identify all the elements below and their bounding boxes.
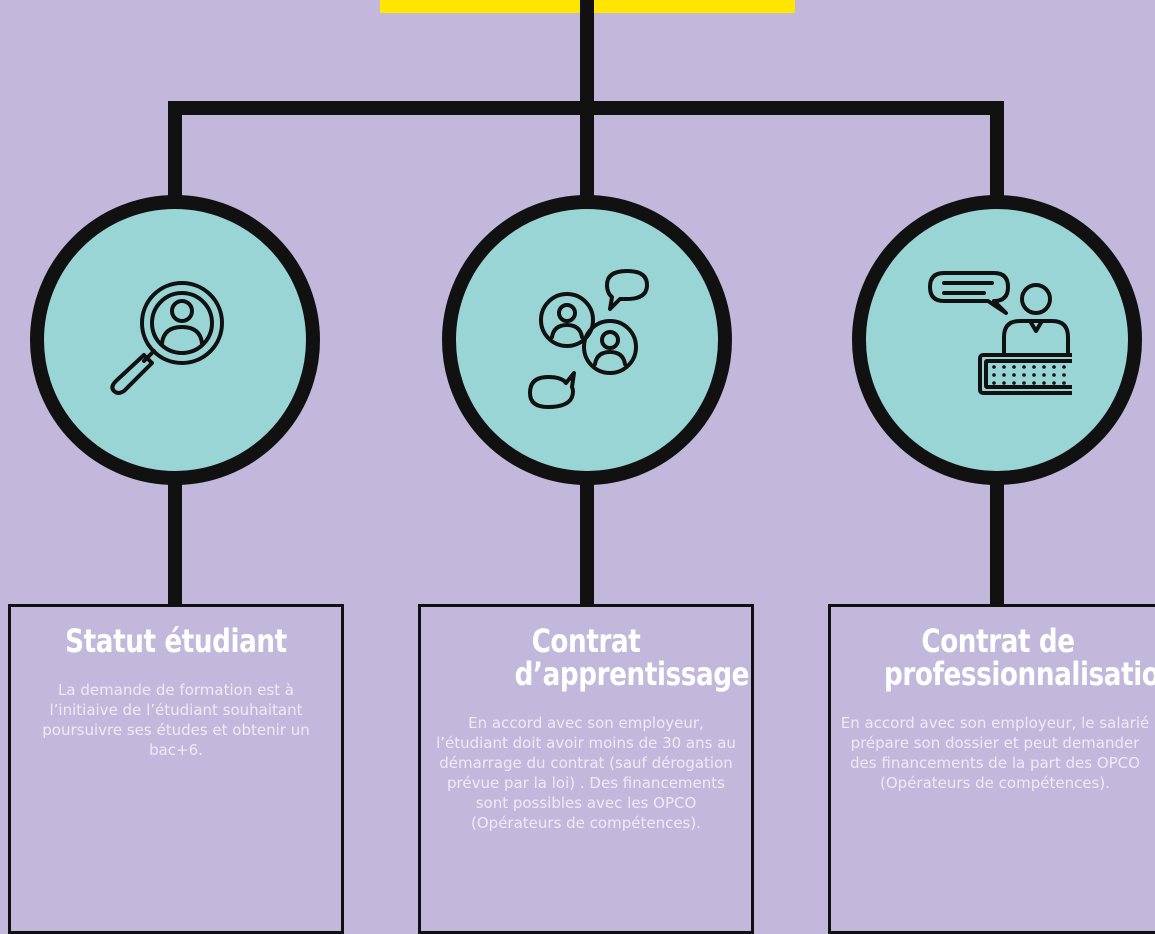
card-title: Contrat d’apprentissage [514,622,750,693]
card-title: Contrat de professionnalisation [884,622,1155,693]
card-contrat-professionnalisation: Contrat de professionnalisation En accor… [828,604,1155,934]
card-description: En accord avec son employeur, le salarié… [840,714,1150,792]
card-title: Statut étudiant [65,622,287,660]
card-description: La demande de formation est à l’initiaiv… [42,681,310,759]
circle-contrat-apprentissage [442,195,732,485]
magnifier-user-icon [110,281,224,395]
card-description: En accord avec son employeur, l’étudiant… [436,714,736,832]
circle-contrat-professionnalisation [852,195,1142,485]
users-chat-icon [528,269,649,409]
circle-statut-etudiant [30,195,320,485]
connector-lines [168,0,1004,606]
card-statut-etudiant: Statut étudiant La demande de formation … [8,604,344,934]
desk-speech-icon [928,271,1072,395]
card-contrat-apprentissage: Contrat d’apprentissage En accord avec s… [418,604,754,934]
